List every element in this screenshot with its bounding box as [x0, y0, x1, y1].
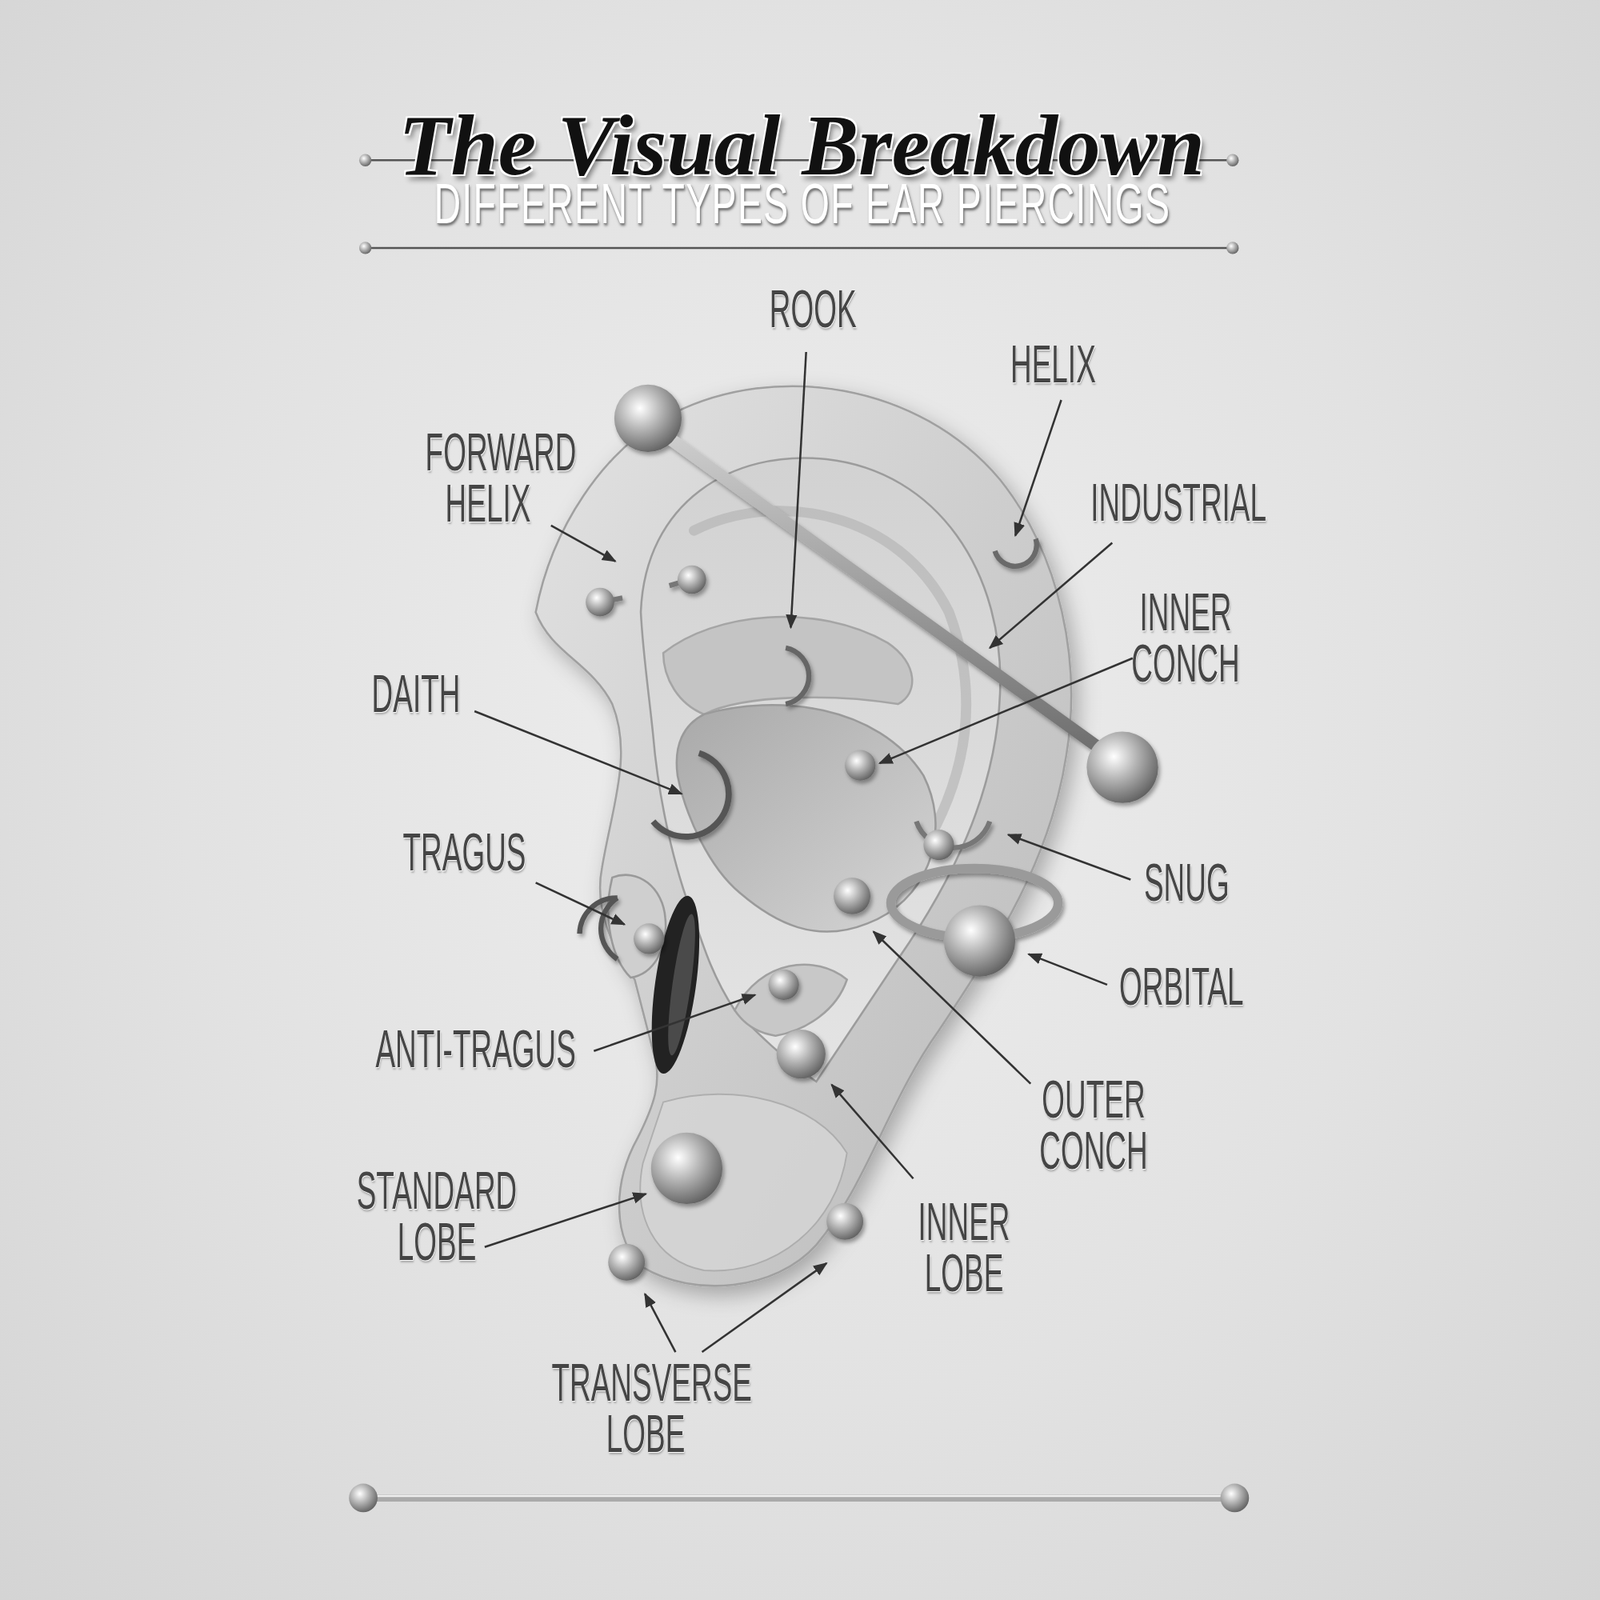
piercing-label: TRAGUS: [402, 826, 526, 878]
piercing-label: ROOK: [769, 283, 857, 335]
piercing-label: FORWARD HELIX: [424, 426, 551, 529]
subtitle-text: DIFFERENT TYPES OF EAR PIERCINGS: [433, 172, 1171, 236]
footer-rule: [348, 1484, 1249, 1513]
leader-lines: [474, 352, 1133, 1352]
piercing-label: SNUG: [1144, 856, 1230, 908]
piercing-label: OUTER CONCH: [1026, 1073, 1161, 1176]
piercing-label: ORBITAL: [1119, 960, 1244, 1012]
piercing-label: HELIX: [1010, 338, 1096, 390]
piercing-label: DAITH: [372, 668, 461, 720]
piercing-label: INNER CONCH: [1118, 586, 1253, 689]
ear-shape: [536, 386, 1072, 1287]
piercing-label: TRANSVERSE LOBE: [552, 1356, 740, 1460]
piercing-label: INNER LOBE: [901, 1196, 1028, 1299]
piercing-label: STANDARD LOBE: [356, 1164, 518, 1268]
piercing-label: ANTI-TRAGUS: [375, 1023, 576, 1075]
piercing-label: INDUSTRIAL: [1090, 476, 1267, 528]
